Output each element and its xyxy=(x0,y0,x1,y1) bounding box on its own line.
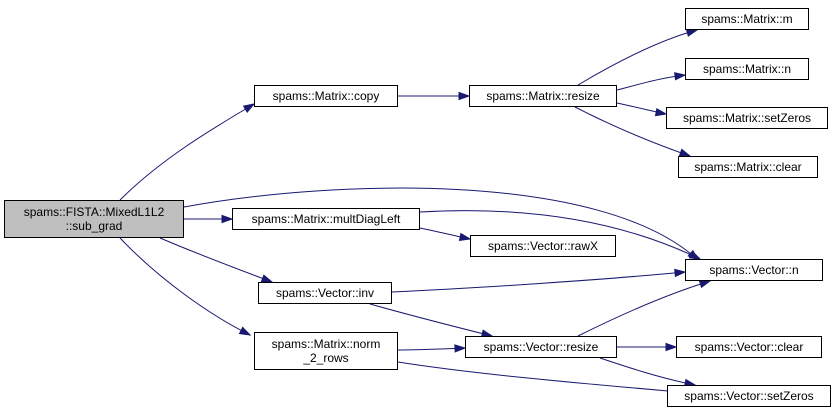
edge-resize-m-arrowhead xyxy=(685,28,699,37)
edge-multdiag-vector-n-arrowhead xyxy=(688,250,702,260)
edge-vresize-vsetzeros xyxy=(599,357,696,386)
edge-resize-n-arrowhead xyxy=(674,72,687,81)
edge-subgrad-vector-n xyxy=(183,187,699,261)
node-label: spams::Vector::setZeros xyxy=(684,389,814,403)
edge-subgrad-copy-arrowhead xyxy=(242,103,256,113)
node-label-line-2: ::sub_grad xyxy=(65,219,123,233)
edge-resize-clear-arrowhead xyxy=(678,148,692,157)
node-label-line-2: _2_rows xyxy=(303,351,349,365)
node-label: spams::Matrix::copy xyxy=(272,89,380,103)
node-label: spams::Matrix::multDiagLeft xyxy=(251,212,401,226)
node-vector-clear[interactable]: spams::Vector::clear xyxy=(676,336,822,358)
edge-subgrad-norm xyxy=(119,237,251,336)
node-label-line-1: spams::Matrix::norm xyxy=(271,337,381,351)
edge-norm-vsetzeros xyxy=(397,361,681,393)
edge-inv-vector-n-arrowhead xyxy=(674,268,687,278)
edge-norm-vresize-arrowhead xyxy=(454,344,467,353)
node-vector-setzeros[interactable]: spams::Vector::setZeros xyxy=(667,385,831,407)
node-label-line-1: spams::FISTA::MixedL1L2 xyxy=(23,205,165,219)
node-vector-n[interactable]: spams::Vector::n xyxy=(685,259,823,281)
node-matrix-resize[interactable]: spams::Matrix::resize xyxy=(469,85,617,107)
edge-subgrad-inv xyxy=(159,237,273,283)
node-matrix-setzeros[interactable]: spams::Matrix::setZeros xyxy=(666,107,828,129)
node-label: spams::Matrix::resize xyxy=(486,89,600,103)
node-label: spams::Matrix::m xyxy=(701,12,793,26)
edge-vresize-vector-n-arrowhead xyxy=(698,280,712,289)
edge-inv-vector-n xyxy=(391,271,686,293)
node-label: spams::Vector::n xyxy=(709,263,799,277)
node-vector-rawx[interactable]: spams::Vector::rawX xyxy=(470,235,616,257)
edge-inv-vresize xyxy=(369,303,493,337)
node-label: spams::Vector::resize xyxy=(483,340,599,354)
edge-resize-setzeros-arrowhead xyxy=(654,107,668,117)
edge-subgrad-norm-arrowhead xyxy=(238,326,252,336)
edge-copy-resize-arrowhead xyxy=(458,91,471,101)
node-vector-resize[interactable]: spams::Vector::resize xyxy=(465,336,617,358)
edge-resize-m xyxy=(577,29,698,86)
node-matrix-m[interactable]: spams::Matrix::m xyxy=(685,8,809,30)
edge-multdiag-rawx-arrowhead xyxy=(458,232,472,242)
node-label: spams::Vector::clear xyxy=(694,340,804,354)
edge-subgrad-multdiag-arrowhead xyxy=(221,214,234,224)
node-vector-inv[interactable]: spams::Vector::inv xyxy=(258,282,392,304)
edge-vresize-vclear-arrowhead xyxy=(665,342,678,352)
node-label: spams::Matrix::n xyxy=(702,62,792,76)
edge-multdiag-vector-n xyxy=(419,210,701,260)
node-matrix-clear[interactable]: spams::Matrix::clear xyxy=(678,156,818,178)
node-mixedl1l2-sub-grad: spams::FISTA::MixedL1L2 ::sub_grad xyxy=(4,200,184,238)
node-label: spams::Matrix::clear xyxy=(694,160,802,174)
edge-subgrad-copy xyxy=(119,103,255,201)
node-label: spams::Vector::inv xyxy=(275,286,375,300)
edge-subgrad-inv-arrowhead xyxy=(260,274,274,283)
node-matrix-norm-2-rows[interactable]: spams::Matrix::norm _2_rows xyxy=(254,332,398,370)
node-matrix-multdiagleft[interactable]: spams::Matrix::multDiagLeft xyxy=(232,208,420,230)
node-matrix-n[interactable]: spams::Matrix::n xyxy=(685,58,809,80)
edge-vresize-vector-n xyxy=(577,280,711,337)
node-label: spams::Vector::rawX xyxy=(487,239,599,253)
node-label: spams::Matrix::setZeros xyxy=(682,111,812,125)
edge-resize-clear xyxy=(574,106,691,157)
node-matrix-copy[interactable]: spams::Matrix::copy xyxy=(254,85,398,107)
